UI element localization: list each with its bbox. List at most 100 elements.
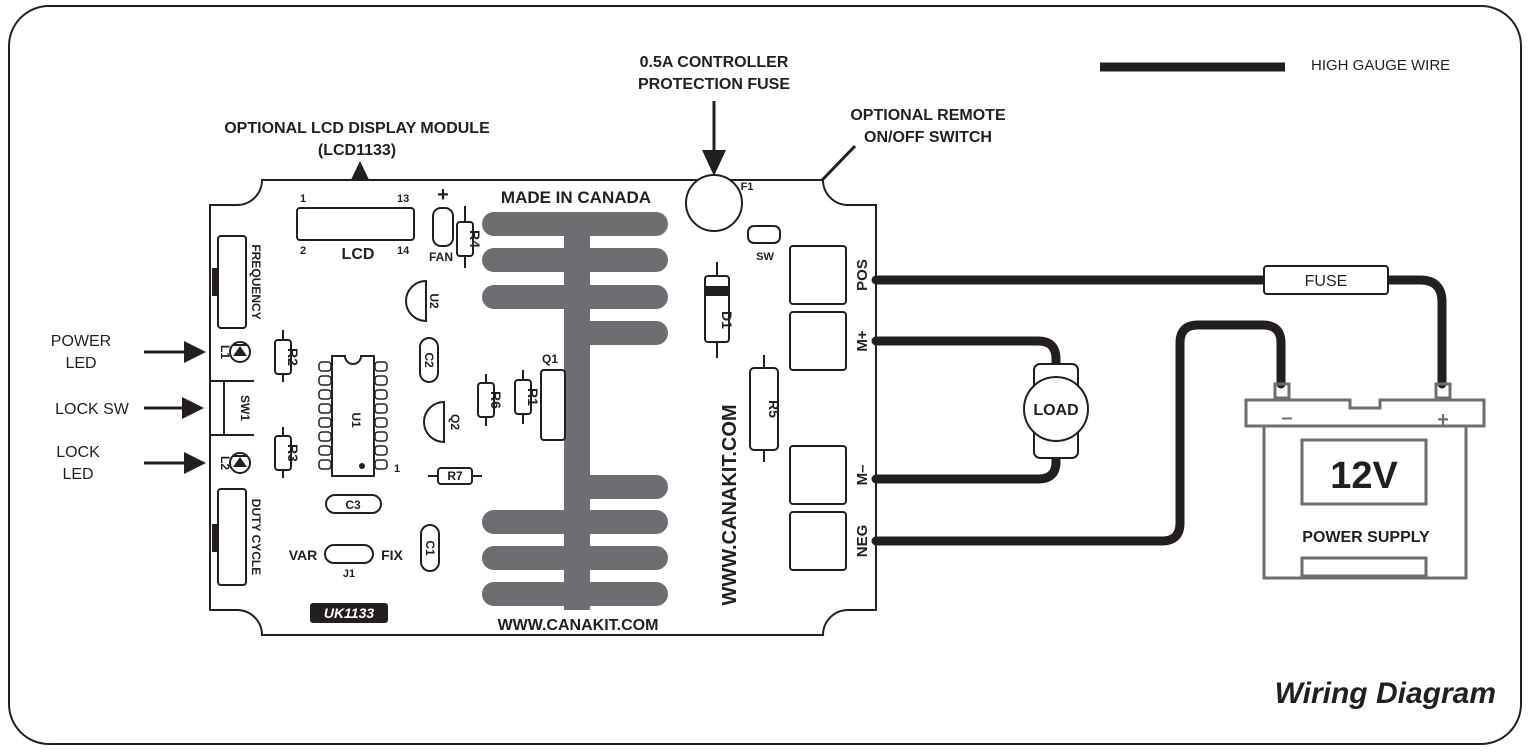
resistor-r3: R3 [274,427,301,478]
jumper-var-label: VAR [289,547,318,563]
capacitor-c3: C3 [325,494,382,514]
label-r5: R5 [766,400,782,418]
legend-label: HIGH GAUGE WIRE [1311,57,1450,74]
fan-label: FAN [429,250,453,264]
label-sw1: SW1 [238,395,252,421]
power-led-callout-line1: POWER [51,333,111,350]
led-l2: L2 [218,452,251,474]
diagram-title: Wiring Diagram [1275,677,1496,710]
battery-plus-label: + [1437,409,1449,431]
label-c2: C2 [422,352,436,368]
label-r3: R3 [285,444,301,462]
lcd-callout-line1: OPTIONAL LCD DISPLAY MODULE [224,120,490,137]
lock-led-callout-line1: LOCK [56,444,100,461]
resistor-r6: R6 [477,374,504,426]
label-l2: L2 [218,456,232,470]
website-bottom-label: WWW.CANAKIT.COM [498,617,659,634]
label-r1: R1 [525,388,541,406]
label-r7: R7 [447,469,463,483]
label-u1: U1 [349,412,363,428]
model-label: UK1133 [324,605,375,621]
label-sw: SW [756,251,774,263]
resistor-r4: R4 [456,206,483,268]
terminal-pos: POS [789,245,871,305]
lock-led-callout-line2: LED [62,466,93,483]
lcd-pin-1: 1 [300,193,306,205]
lock-sw-callout: LOCK SW [55,401,130,418]
label-mminus: M– [854,465,871,486]
fuse-callout-arrow [702,101,726,176]
transistor-q2: Q2 [423,400,462,444]
terminal-mplus: M+ [789,311,871,371]
resistor-r5: R5 [749,355,782,462]
led-l1: L1 [218,341,251,363]
wire-neg-to-battery [871,320,1286,546]
remote-switch-connector: SW [747,225,781,263]
label-r2: R2 [285,348,301,366]
ic-pin1-label: 1 [394,463,400,475]
frequency-potentiometer: FREQUENCY [212,235,263,329]
fuse-holder-f1: F1 [685,174,754,232]
model-badge: UK1133 [310,603,388,623]
frequency-label: FREQUENCY [249,244,263,319]
power-led-callout-arrow [144,341,206,363]
wire-pos-to-battery [871,275,1447,389]
heatsink [482,212,668,610]
label-c3: C3 [345,498,361,512]
fan-connector: + FAN [429,184,454,264]
made-in-canada-label: MADE IN CANADA [501,188,651,207]
fuse-callout-line2: PROTECTION FUSE [638,76,790,93]
jumper-fix-label: FIX [381,547,403,563]
regulator-u2: U2 [405,279,441,323]
battery-voltage-label: 12V [1330,455,1398,497]
terminal-neg: NEG [789,511,871,571]
switch-sw1: SW1 [210,380,254,436]
outer-frame [8,5,1522,745]
label-d1: D1 [719,311,735,329]
lcd-label: LCD [342,246,375,263]
fuse-callout-line1: 0.5A CONTROLLER [640,54,789,71]
label-q1: Q1 [542,352,558,366]
remote-switch-callout-line2: ON/OFF SWITCH [864,129,992,146]
label-mplus: M+ [854,330,871,351]
label-pos: POS [854,259,871,291]
diode-d1: D1 [704,262,735,358]
lcd-pin-14: 14 [397,245,410,257]
label-u2: U2 [427,293,441,309]
battery-label: POWER SUPPLY [1302,529,1430,546]
lcd-pin-13: 13 [397,193,409,205]
label-neg: NEG [854,525,871,558]
website-vertical-label: WWW.CANAKIT.COM [719,404,741,605]
battery-minus-label: – [1281,407,1292,429]
label-l1: L1 [218,345,232,359]
lcd-header: 1 2 13 14 LCD [296,193,415,263]
lock-sw-callout-arrow [144,397,204,419]
lcd-pin-2: 2 [300,245,306,257]
label-f1: F1 [741,181,754,193]
remote-switch-callout-line1: OPTIONAL REMOTE [850,107,1006,124]
lcd-callout-line2: (LCD1133) [318,142,396,159]
label-c1: C1 [423,540,437,556]
wire-load-to-mminus [871,446,1061,484]
load-motor: LOAD [1023,363,1089,459]
mosfet-q1: Q1 [540,352,566,441]
inline-fuse: FUSE [1263,265,1389,295]
label-q2: Q2 [448,414,462,430]
battery-power-supply: – + 12V POWER SUPPLY [1244,382,1486,580]
duty-cycle-potentiometer: DUTY CYCLE [212,488,263,586]
resistor-r1: R1 [514,370,541,424]
wire-mplus-to-load [871,336,1061,376]
resistor-r7: R7 [428,467,482,485]
power-led-callout-line2: LED [65,355,96,372]
label-j1: J1 [343,568,355,580]
ic-u1: U1 1 [318,355,400,477]
inline-fuse-label: FUSE [1305,273,1348,290]
duty-cycle-label: DUTY CYCLE [249,499,263,575]
lock-led-callout-arrow [144,452,206,474]
capacitor-c1: C1 [420,524,440,572]
load-label: LOAD [1033,402,1078,419]
fan-plus-label: + [437,184,449,206]
capacitor-c2: C2 [419,337,439,383]
